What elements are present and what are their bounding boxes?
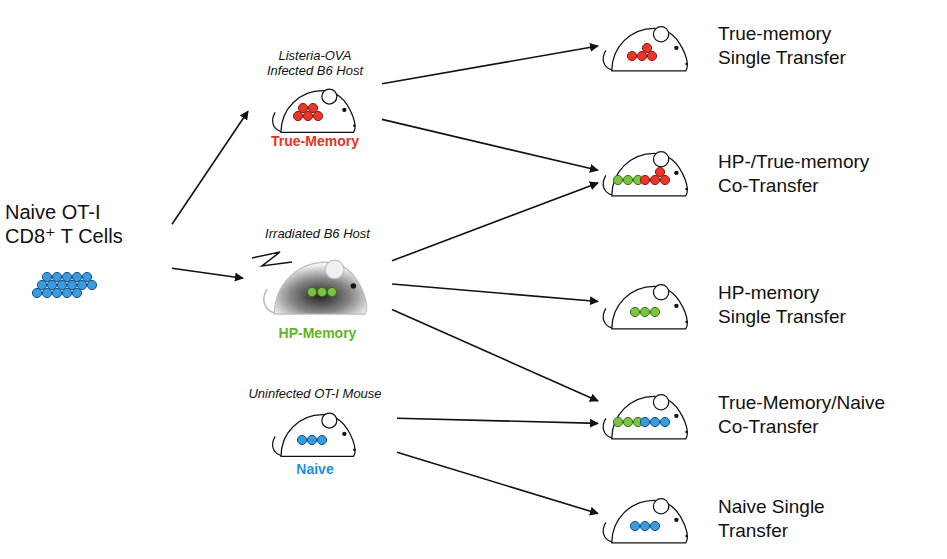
transfer-arrow: [172, 111, 248, 224]
t-cell: [660, 417, 669, 426]
mouse-icon: [603, 152, 688, 196]
transfer-arrow: [172, 268, 243, 278]
t-cell: [613, 417, 622, 426]
t-cell: [650, 175, 659, 184]
transfer-arrow: [382, 46, 598, 84]
t-cell: [52, 272, 61, 281]
t-cell: [62, 272, 71, 281]
t-cell: [647, 51, 656, 60]
t-cell: [327, 287, 336, 296]
lightning-bolt: [252, 252, 292, 266]
transfer-arrow: [392, 310, 598, 401]
t-cell: [623, 175, 632, 184]
t-cell: [640, 175, 649, 184]
t-cell: [660, 175, 669, 184]
t-cell: [87, 280, 96, 289]
t-cell: [42, 272, 51, 281]
node-label: Naive OT-I CD8⁺ T Cells: [5, 200, 145, 248]
recipient-mouse: HP-memory Single Transfer: [600, 270, 940, 340]
irradiated-mouse-icon: [264, 260, 367, 314]
t-cell: [642, 43, 651, 52]
host-mouse: Listeria-OVA Infected B6 HostTrue-Memory: [250, 48, 380, 150]
t-cell: [32, 288, 41, 297]
host-mouse: Uninfected OT-I MouseNaive: [235, 386, 395, 478]
recipient-mouse: Naive Single Transfer: [600, 485, 940, 553]
t-cell: [637, 51, 646, 60]
t-cell: [67, 280, 76, 289]
mouse-icon: [603, 499, 688, 543]
t-cell: [293, 111, 302, 120]
mouse-icon: [273, 89, 356, 132]
t-cell: [62, 288, 71, 297]
node-label: True-memory Single Transfer: [718, 22, 868, 70]
t-cell: [72, 272, 81, 281]
t-cell: [57, 280, 66, 289]
node-title: HP-Memory: [279, 325, 357, 342]
t-cell: [655, 167, 664, 176]
recipient-mouse: HP-/True-memory Co-Transfer: [600, 137, 940, 211]
t-cell: [640, 307, 649, 316]
t-cell: [37, 280, 46, 289]
transfer-arrow: [382, 119, 598, 170]
transfer-arrow: [392, 183, 598, 261]
t-cell: [640, 521, 649, 530]
mouse-icon: [603, 285, 688, 329]
t-cell: [640, 417, 649, 426]
t-cell: [650, 521, 659, 530]
recipient-mouse: True-Memory/Naive Co-Transfer: [600, 380, 940, 450]
node-label: Listeria-OVA Infected B6 Host: [256, 48, 374, 78]
mouse-icon: [273, 413, 356, 456]
t-cell: [613, 175, 622, 184]
t-cell: [297, 435, 306, 444]
t-cell: [317, 287, 326, 296]
t-cell: [82, 272, 91, 281]
t-cell: [47, 280, 56, 289]
t-cell: [308, 103, 317, 112]
node-label: HP-/True-memory Co-Transfer: [718, 150, 888, 198]
t-cell: [307, 287, 316, 296]
t-cell: [630, 521, 639, 530]
transfer-arrow: [397, 418, 598, 423]
t-cell: [630, 307, 639, 316]
node-label: HP-memory Single Transfer: [718, 281, 868, 329]
t-cell: [52, 288, 61, 297]
t-cell: [303, 111, 312, 120]
node-label: Naive Single Transfer: [718, 495, 868, 543]
node-title: True-Memory: [271, 133, 359, 150]
mouse-icon: [603, 395, 688, 439]
mouse-icon: [603, 27, 688, 71]
t-cell: [623, 417, 632, 426]
node-label: Irradiated B6 Host: [265, 226, 370, 241]
t-cell: [650, 417, 659, 426]
cell-population: Naive OT-I CD8⁺ T Cells: [5, 200, 170, 310]
t-cell: [298, 103, 307, 112]
transfer-arrow: [397, 452, 598, 513]
node-label: Uninfected OT-I Mouse: [248, 386, 381, 401]
recipient-mouse: True-memory Single Transfer: [600, 12, 940, 80]
host-mouse: Irradiated B6 HostHP-Memory: [245, 226, 390, 342]
t-cell: [307, 435, 316, 444]
t-cell: [627, 51, 636, 60]
t-cell: [313, 111, 322, 120]
t-cell: [317, 435, 326, 444]
node-label: True-Memory/Naive Co-Transfer: [718, 391, 918, 439]
node-title: Naive: [296, 461, 333, 478]
t-cell: [72, 288, 81, 297]
t-cell: [42, 288, 51, 297]
t-cell: [650, 307, 659, 316]
t-cell: [77, 280, 86, 289]
transfer-arrow: [392, 284, 598, 302]
